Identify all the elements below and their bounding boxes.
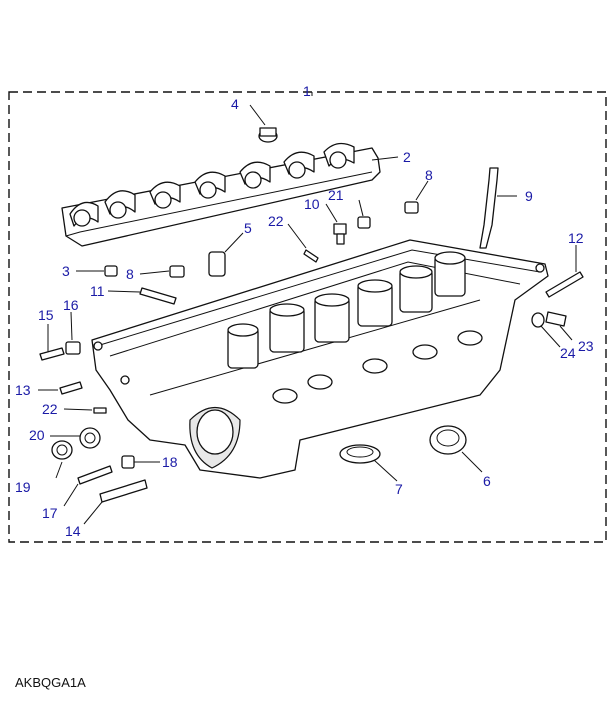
dowel-part-16 <box>65 341 81 355</box>
cylinder-head-casting <box>91 239 549 479</box>
callout-5: 5 <box>244 220 252 236</box>
stud-part-12 <box>545 271 584 298</box>
callout-15: 15 <box>38 307 54 323</box>
callout-14: 14 <box>65 523 81 539</box>
callout-2: 2 <box>403 149 411 165</box>
callout-19: 19 <box>15 479 31 495</box>
callout-22-lower: 22 <box>42 401 58 417</box>
callout-7: 7 <box>395 481 403 497</box>
callout-23: 23 <box>578 338 594 354</box>
assembly-boundary <box>8 91 607 543</box>
callout-3: 3 <box>62 263 70 279</box>
callout-20: 20 <box>29 427 45 443</box>
callout-11: 11 <box>90 283 105 299</box>
plug-part-19 <box>51 440 73 460</box>
dowel-part-3 <box>104 265 118 277</box>
callout-4: 4 <box>231 96 239 112</box>
fitting-part-10 <box>333 223 347 245</box>
stud-part-14 <box>99 479 148 503</box>
callout-22-upper: 22 <box>268 213 284 229</box>
dowel-part-21 <box>357 216 371 229</box>
stud-part-9 <box>479 167 499 249</box>
callout-8-right: 8 <box>425 167 433 183</box>
diagram-code-caption: AKBQGA1A <box>15 675 86 690</box>
callout-13: 13 <box>15 382 31 398</box>
callout-17: 17 <box>42 505 58 521</box>
callout-21: 21 <box>328 187 344 203</box>
seal-part-7 <box>339 444 381 464</box>
callout-10: 10 <box>304 196 320 212</box>
dowel-part-8-right <box>404 201 419 214</box>
callout-1: 1 <box>303 83 311 99</box>
callout-6: 6 <box>483 473 491 489</box>
stud-part-11 <box>139 287 177 305</box>
stud-part-13 <box>59 381 83 395</box>
sleeve-part-5 <box>208 251 226 277</box>
washer-part-24 <box>531 312 545 328</box>
callout-18: 18 <box>162 454 178 470</box>
stud-part-15 <box>39 347 65 361</box>
dowel-part-18 <box>121 455 135 469</box>
callout-24: 24 <box>560 345 576 361</box>
camshaft-cap-carrier <box>61 142 381 247</box>
dowel-part-8-left <box>169 265 185 278</box>
leader-lines <box>38 92 577 525</box>
callout-12: 12 <box>568 230 584 246</box>
stud-part-22-upper <box>303 249 319 263</box>
seal-part-6 <box>429 425 467 455</box>
callout-16: 16 <box>63 297 79 313</box>
stud-part-22-lower <box>93 407 107 414</box>
plug-part-20 <box>79 427 101 449</box>
callout-8-left: 8 <box>126 266 134 282</box>
plug-part-23 <box>545 311 567 327</box>
nut-part-4 <box>258 127 278 143</box>
callout-9: 9 <box>525 188 533 204</box>
stud-part-17 <box>77 465 113 485</box>
